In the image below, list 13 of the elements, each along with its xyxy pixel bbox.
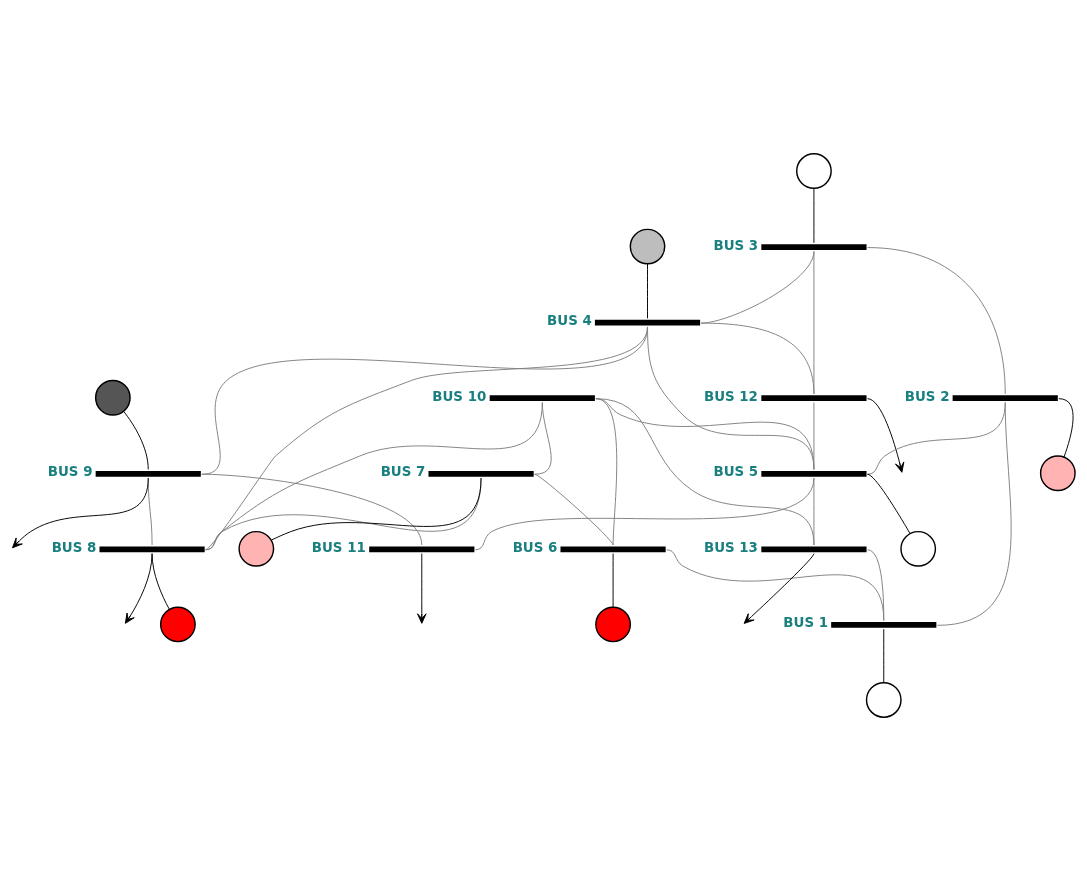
node-label: BUS 1 [783,615,828,631]
node-label: BUS 7 [380,464,426,480]
node-label: BUS 11 [311,539,366,555]
node-label: BUS 13 [703,539,758,555]
node-label: BUS 6 [512,539,558,555]
node-label: BUS 4 [547,313,592,329]
node-label: BUS 12 [703,388,758,404]
node-label: BUS 5 [713,464,759,480]
node-label: BUS 10 [432,388,487,404]
node-label: BUS 9 [47,464,93,480]
node-label: BUS 8 [51,539,97,555]
node-label: BUS 2 [904,388,950,404]
node-label: BUS 3 [713,237,759,253]
